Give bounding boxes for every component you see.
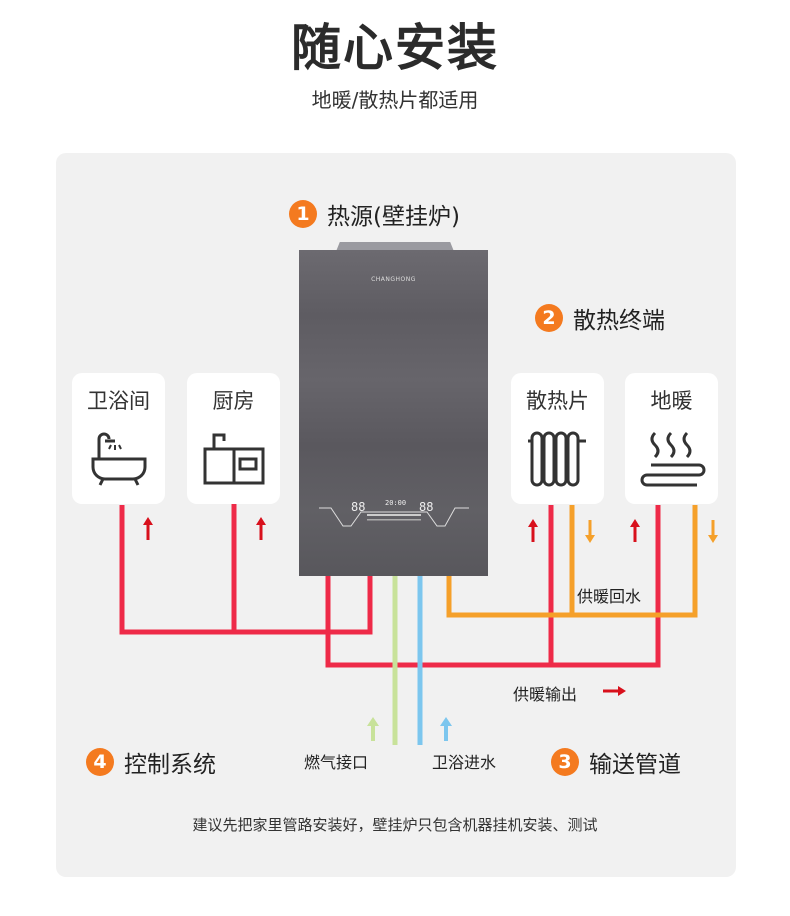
hot-pipe-output bbox=[325, 505, 661, 668]
card-bathroom: 卫浴间 bbox=[72, 373, 165, 504]
page-title: 随心安装 bbox=[291, 19, 499, 77]
step-heat-terminal: 2 散热终端 bbox=[535, 301, 665, 335]
step-label: 输送管道 bbox=[589, 752, 681, 778]
up-arrow-icon bbox=[440, 717, 452, 741]
card-floor-heating: 地暖 bbox=[625, 373, 718, 504]
card-label: 厨房 bbox=[212, 389, 255, 413]
display-right: 88 bbox=[419, 500, 433, 514]
step-label: 散热终端 bbox=[573, 308, 665, 334]
right-arrow-icon bbox=[603, 686, 626, 696]
step-number: 4 bbox=[86, 748, 114, 776]
floor-heating-icon bbox=[640, 431, 705, 487]
display-time: 20:00 bbox=[385, 499, 406, 507]
gas-inlet-label: 燃气接口 bbox=[304, 753, 369, 772]
up-arrow-icon bbox=[256, 517, 266, 540]
step-pipeline: 3 输送管道 bbox=[551, 745, 681, 779]
up-arrow-icon bbox=[143, 517, 153, 540]
step-label: 控制系统 bbox=[124, 752, 216, 778]
step-control: 4 控制系统 bbox=[86, 745, 216, 779]
brand-logo: CHANGHONG bbox=[371, 276, 416, 283]
card-label: 地暖 bbox=[650, 389, 693, 413]
kitchen-sink-icon bbox=[203, 433, 264, 485]
down-arrow-icon bbox=[708, 520, 718, 543]
card-radiator: 散热片 bbox=[511, 373, 604, 504]
step-heat-source: 1 热源(壁挂炉) bbox=[289, 197, 460, 231]
down-arrow-icon bbox=[585, 520, 595, 543]
up-arrow-icon bbox=[367, 717, 379, 741]
step-number: 2 bbox=[535, 304, 563, 332]
step-label: 热源(壁挂炉) bbox=[327, 204, 460, 230]
install-note: 建议先把家里管路安装好，壁挂炉只包含机器挂机安装、测试 bbox=[192, 816, 598, 834]
page-subtitle: 地暖/散热片都适用 bbox=[311, 88, 479, 112]
card-label: 散热片 bbox=[526, 389, 589, 413]
bathtub-icon bbox=[91, 432, 146, 486]
step-number: 1 bbox=[289, 200, 317, 228]
card-label: 卫浴间 bbox=[87, 389, 150, 413]
wall-boiler: CHANGHONG 88 20:00 88 bbox=[299, 250, 488, 576]
up-arrow-icon bbox=[528, 519, 538, 542]
water-inlet-label: 卫浴进水 bbox=[432, 753, 497, 772]
return-water-label: 供暖回水 bbox=[577, 587, 642, 606]
return-pipe bbox=[446, 505, 698, 618]
up-arrow-icon bbox=[630, 519, 640, 542]
hot-pipe-bath-kitchen bbox=[119, 490, 373, 635]
radiator-icon bbox=[527, 431, 586, 487]
heating-output-label: 供暖输出 bbox=[513, 685, 578, 704]
boiler-display: 88 20:00 88 bbox=[319, 494, 469, 544]
card-kitchen: 厨房 bbox=[187, 373, 280, 504]
display-left: 88 bbox=[351, 500, 365, 514]
step-number: 3 bbox=[551, 748, 579, 776]
